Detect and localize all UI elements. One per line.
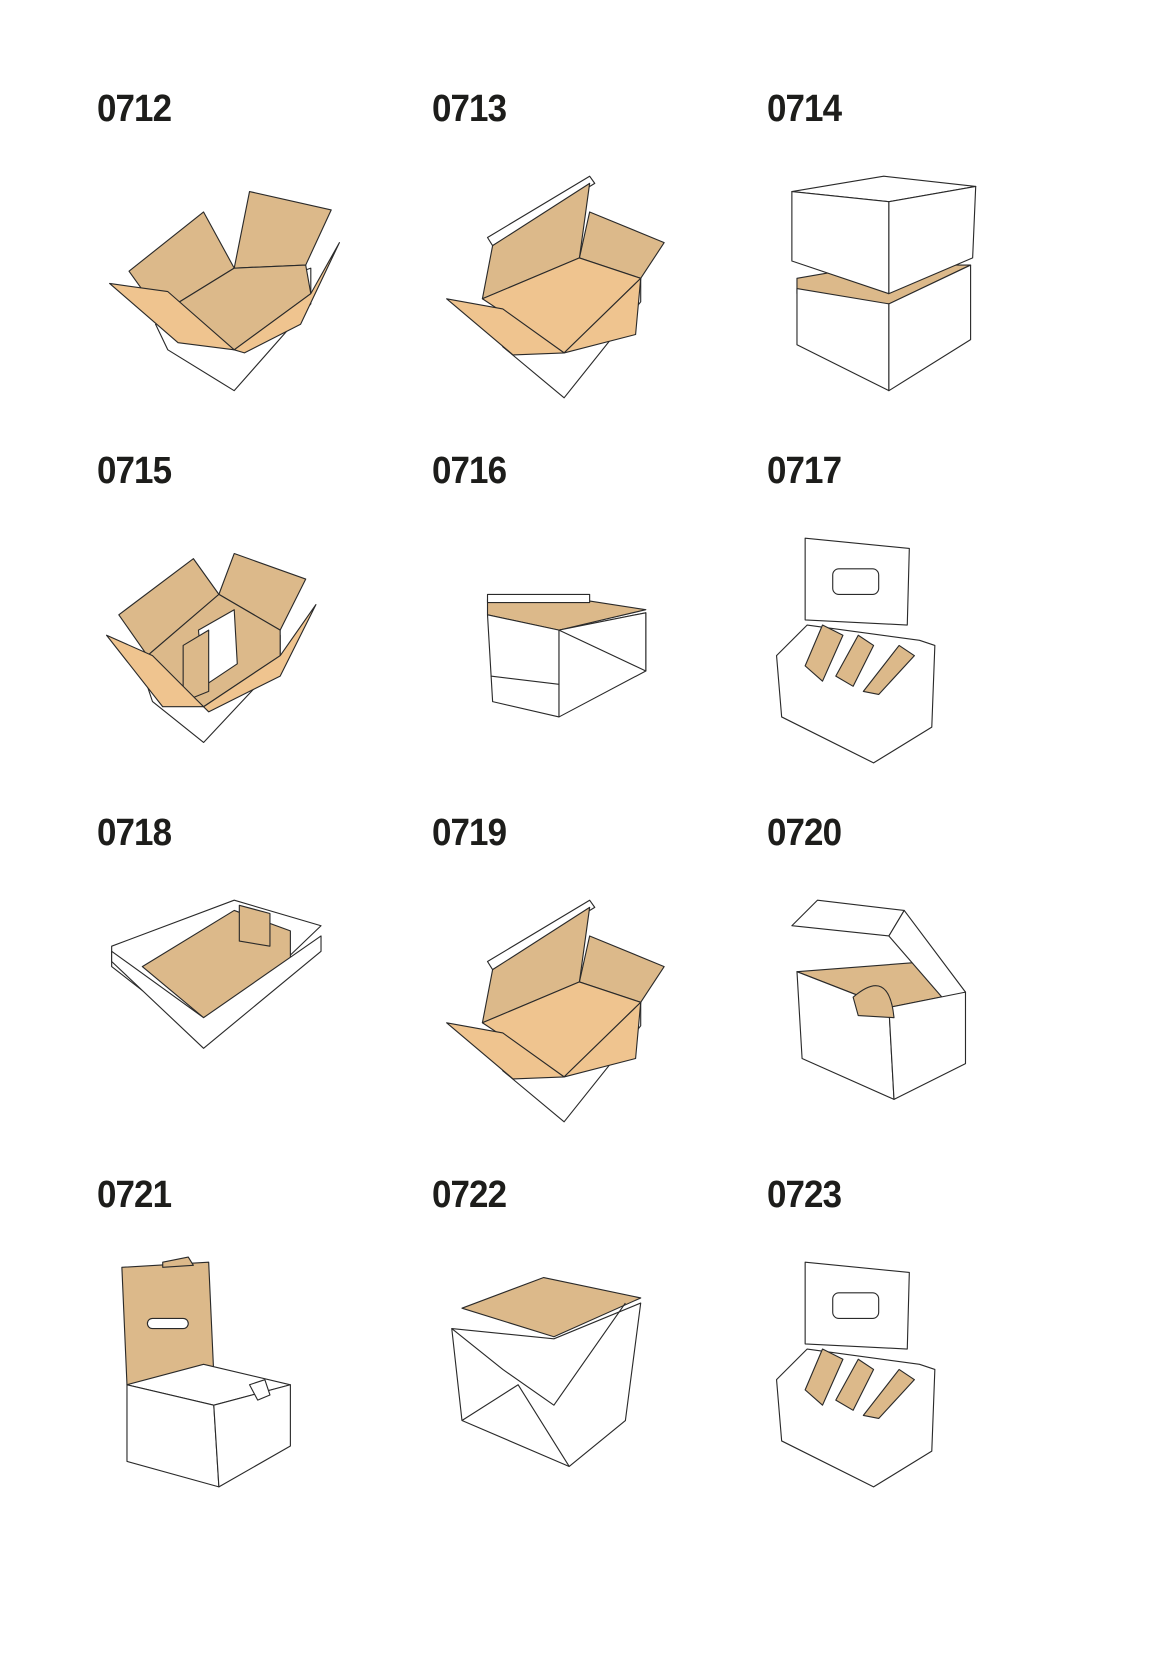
product-item-0721: 0721 xyxy=(97,1174,397,1514)
product-item-0716: 0716 xyxy=(432,450,732,790)
product-code: 0716 xyxy=(432,450,507,492)
two-piece-lid-box-icon xyxy=(791,175,977,392)
product-item-0717: 0717 xyxy=(767,450,1067,790)
product-item-0720: 0720 xyxy=(767,812,1067,1152)
hinged-lid-box-icon xyxy=(791,899,967,1100)
open-flap-box-icon xyxy=(109,190,340,392)
bottle-carrier-icon xyxy=(775,537,936,764)
tuck-lid-box-icon xyxy=(446,899,665,1123)
product-code: 0715 xyxy=(97,450,172,492)
divided-open-box-icon xyxy=(105,552,317,744)
product-code: 0719 xyxy=(432,812,507,854)
tuck-lid-box-icon xyxy=(446,175,665,399)
product-code: 0722 xyxy=(432,1174,507,1216)
product-code: 0717 xyxy=(767,450,842,492)
product-code: 0718 xyxy=(97,812,172,854)
display-box-icon xyxy=(121,1256,291,1488)
product-item-0719: 0719 xyxy=(432,812,732,1152)
product-code: 0712 xyxy=(97,88,172,130)
product-code: 0714 xyxy=(767,88,842,130)
product-item-0714: 0714 xyxy=(767,88,1067,428)
product-item-0713: 0713 xyxy=(432,88,732,428)
octagonal-tray-icon xyxy=(451,1276,642,1468)
product-code: 0720 xyxy=(767,812,842,854)
lid-box-closed-icon xyxy=(486,593,647,718)
product-item-0715: 0715 xyxy=(97,450,397,790)
product-code: 0723 xyxy=(767,1174,842,1216)
product-code: 0713 xyxy=(432,88,507,130)
product-item-0722: 0722 xyxy=(432,1174,732,1514)
product-code: 0721 xyxy=(97,1174,172,1216)
product-item-0712: 0712 xyxy=(97,88,397,428)
product-item-0718: 0718 xyxy=(97,812,397,1152)
product-item-0723: 0723 xyxy=(767,1174,1067,1514)
bottle-carrier-icon xyxy=(775,1261,936,1488)
tray-icon xyxy=(111,899,322,1049)
